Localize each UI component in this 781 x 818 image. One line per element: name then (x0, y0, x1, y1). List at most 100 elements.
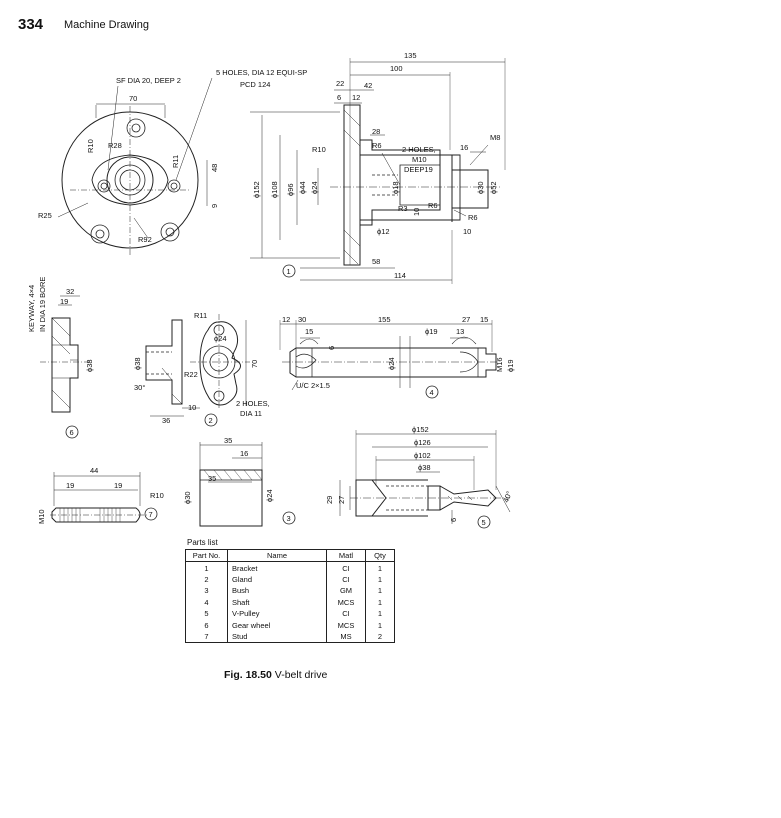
bracket-m8-dim: M8 (490, 133, 500, 142)
bracket-d18-dim: ϕ18 (391, 181, 400, 194)
bracket-d30-dim: ϕ30 (476, 181, 485, 194)
part-no: 4 (185, 596, 228, 608)
part-no: 1 (185, 561, 228, 574)
stud-balloon: 7 (149, 510, 153, 519)
figure-number: Fig. 18.50 (224, 669, 272, 681)
shaft-m16-dim: M16 (495, 357, 504, 372)
gland-r11-dim: R11 (194, 311, 207, 320)
bracket-100-dim: 100 (390, 64, 403, 73)
shaft-6-dim: 6 (327, 346, 336, 350)
stud-19b-dim: 19 (114, 481, 122, 490)
flange-r92-dim: R92 (138, 235, 152, 244)
gland-r22-dim: R22 (184, 370, 198, 379)
shaft-27-dim: 27 (462, 315, 470, 324)
table-row: 3 Bush GM 1 (185, 585, 395, 597)
shaft-30-dim: 30 (298, 315, 306, 324)
table-row: 6 Gear wheel MCS 1 (185, 619, 395, 631)
bush-35b-dim: 35 (208, 474, 216, 483)
bracket-r6b-dim: R6 (428, 201, 438, 210)
bracket-r6c-dim: R6 (468, 213, 478, 222)
part-matl: MCS (326, 596, 366, 608)
gland-30deg-dim: 30° (134, 383, 145, 392)
flange-9-dim: 9 (210, 204, 219, 208)
part-qty: 1 (365, 585, 395, 597)
bracket-22-dim: 22 (336, 79, 344, 88)
pulley-d38-dim: ϕ38 (418, 463, 431, 472)
gland-70-dim: 70 (250, 360, 259, 368)
shaft-d19-dim: ϕ19 (425, 327, 438, 336)
bracket-deep-dim: DEEP19 (404, 165, 433, 174)
bush-16-dim: 16 (240, 449, 248, 458)
gland-holes-dim: 2 HOLES, (236, 399, 270, 408)
gear-keyway-dim: KEYWAY, 4×4 (27, 285, 36, 332)
shaft-uc-dim: U/C 2×1.5 (296, 381, 330, 390)
bracket-d52-dim: ϕ52 (489, 181, 498, 194)
part-matl: GM (326, 585, 366, 597)
part-no: 5 (185, 607, 228, 620)
part-qty: 1 (365, 607, 395, 620)
gear-d38-dim: ϕ38 (85, 359, 94, 372)
parts-header-name: Name (227, 548, 327, 563)
gland-view: R11 ϕ24 ϕ38 R22 70 30° 10 2 HOLES, DIA 1… (133, 311, 270, 427)
shaft-13-dim: 13 (456, 327, 464, 336)
flange-48-dim: 48 (210, 164, 219, 172)
gland-d38-dim: ϕ38 (133, 357, 142, 370)
bracket-42-dim: 42 (364, 81, 372, 90)
part-qty: 1 (365, 596, 395, 608)
shaft-view: 12 30 155 27 15 ϕ19 13 15 6 ϕ24 M16 ϕ19 … (279, 315, 515, 399)
pulley-40deg-dim: 40° (501, 490, 513, 504)
shaft-d24-dim: ϕ24 (387, 357, 396, 370)
flange-r10-dim: R10 (86, 139, 95, 153)
pulley-d126-dim: ϕ126 (414, 438, 431, 447)
bracket-holes-dim: 2 HOLES, (402, 145, 436, 154)
bracket-d108-dim: ϕ108 (270, 181, 279, 198)
bracket-10-dim: 10 (412, 208, 421, 216)
shaft-12-dim: 12 (282, 315, 290, 324)
parts-header-no: Part No. (185, 548, 228, 563)
bracket-r10-dim: R10 (312, 145, 326, 154)
part-matl: CI (326, 561, 366, 574)
part-qty: 1 (365, 573, 395, 586)
bush-view: 35 16 35 ϕ30 ϕ24 3 (183, 436, 296, 527)
flange-holes-dim: 5 HOLES, DIA 12 EQUI-SP (216, 68, 307, 77)
gland-dia11-dim: DIA 11 (240, 409, 262, 418)
part-matl: CI (326, 607, 366, 620)
bracket-end-view: SF DIA 20, DEEP 2 5 HOLES, DIA 12 EQUI-S… (38, 68, 307, 256)
bracket-16-dim: 16 (460, 143, 468, 152)
bracket-12-dim: 12 (352, 93, 360, 102)
parts-list-header-row: Part No. Name Matl Qty (185, 548, 395, 563)
pulley-6-dim: 6 (449, 518, 458, 522)
table-row: 1 Bracket CI 1 (185, 561, 395, 574)
shaft-155-dim: 155 (378, 315, 391, 324)
flange-pcd-dim: PCD 124 (240, 80, 270, 89)
running-title: Machine Drawing (64, 19, 149, 31)
shaft-15-dim: 15 (480, 315, 488, 324)
bracket-135-dim: 135 (404, 51, 417, 60)
part-no: 2 (185, 573, 228, 586)
table-row: 5 V-Pulley CI 1 (185, 607, 395, 620)
part-matl: MS (326, 630, 366, 644)
bracket-d44-dim: ϕ44 (298, 181, 307, 194)
gland-d24-dim: ϕ24 (214, 334, 227, 343)
figure-title: V-belt drive (271, 669, 328, 681)
bracket-28-dim: 28 (372, 127, 380, 136)
gear-32-dim: 32 (66, 287, 74, 296)
gear-wheel-view: KEYWAY, 4×4 IN DIA 19 BORE 32 19 ϕ38 6 (27, 277, 94, 439)
part-name: Bush (227, 585, 327, 597)
shaft-balloon: 4 (430, 388, 434, 397)
part-no: 6 (185, 619, 228, 631)
parts-header-qty: Qty (365, 548, 395, 563)
flange-r25-dim: R25 (38, 211, 52, 220)
gear-19-dim: 19 (60, 297, 68, 306)
part-no: 3 (185, 585, 228, 597)
table-row: 7 Stud MS 2 (185, 630, 395, 644)
part-name: Stud (227, 630, 327, 644)
part-matl: CI (326, 573, 366, 586)
table-row: 2 Gland CI 1 (185, 573, 395, 586)
stud-44-dim: 44 (90, 466, 98, 475)
flange-70-dim: 70 (129, 94, 137, 103)
bush-d30-dim: ϕ30 (183, 491, 192, 504)
pulley-27-dim: 27 (337, 496, 346, 504)
part-no: 7 (185, 630, 228, 644)
